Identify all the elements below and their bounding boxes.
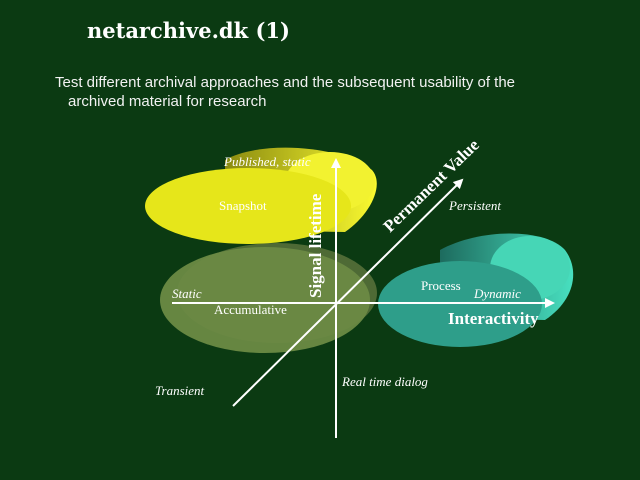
transient-label: Transient [155, 383, 205, 398]
persistent-label: Persistent [448, 198, 501, 213]
process-label: Process [421, 278, 461, 293]
slide-title: netarchive.dk (1) [87, 18, 290, 43]
axes [172, 158, 555, 438]
snapshot-region [145, 147, 377, 244]
permanent-value-axis [232, 178, 464, 407]
snapshot-label: Snapshot [219, 198, 267, 213]
interactivity-axis-title: Interactivity [448, 309, 539, 328]
subtitle-line-1: Test different archival approaches and t… [55, 74, 516, 91]
permanent-value-axis-title: Permanent Value [380, 135, 484, 236]
dynamic-label: Dynamic [473, 286, 521, 301]
signal-lifetime-axis-title: Signal lifetime [306, 193, 325, 298]
static-label: Static [172, 286, 202, 301]
subtitle-line-2: archived material for research [68, 93, 267, 110]
slide-subtitle: Test different archival approaches and t… [55, 73, 615, 111]
published-static-label: Published, static [223, 154, 311, 169]
real-time-dialog-label: Real time dialog [341, 374, 428, 389]
accumulative-label: Accumulative [214, 302, 287, 317]
accumulative-region [160, 243, 377, 353]
